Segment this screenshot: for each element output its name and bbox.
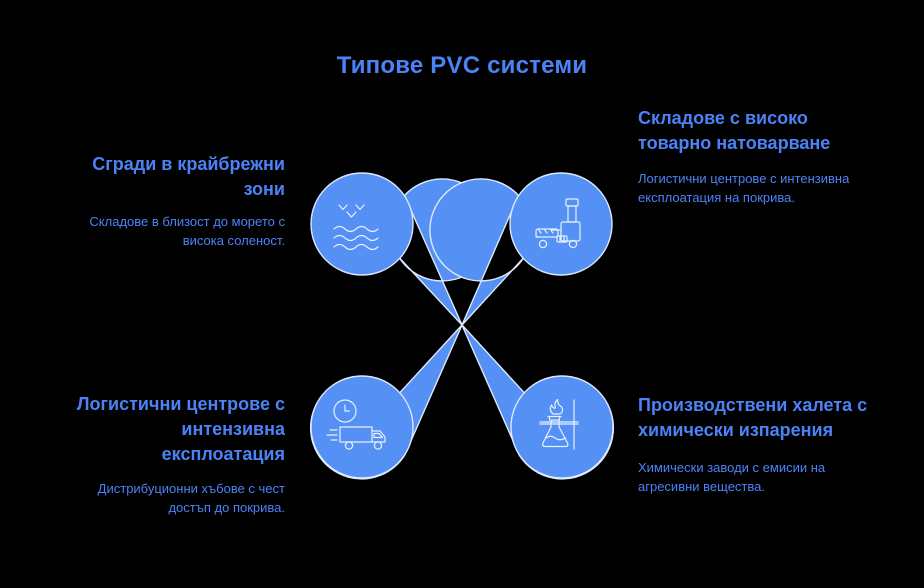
petal-bottom-right-circle	[510, 375, 614, 479]
label-body: Складове в близост до морето с висока со…	[89, 213, 285, 248]
forklift-loader-icon	[535, 198, 581, 249]
petal-bottom-left[interactable]	[309, 324, 463, 480]
petal-top-left-circle	[310, 172, 414, 276]
label-body: Дистрибуционни хъбове с чест достъп до п…	[97, 481, 285, 516]
label-title: Сгради в крайбрежни зони	[92, 154, 285, 199]
label-body: Логистични центрове с интензивна експлоа…	[638, 170, 850, 205]
sea-waves-birds-icon	[333, 204, 379, 251]
label-block-chemical-plants: Производствени халета с химически изпаре…	[638, 393, 888, 496]
petal-top-right[interactable]	[429, 172, 613, 326]
petal-top-right-shape	[429, 178, 525, 326]
label-block-coastal-buildings: Сгради в крайбрежни зони Складове в близ…	[55, 152, 285, 250]
page-title: Типове PVC системи	[336, 52, 588, 79]
label-title: Производствени халета с химически изпаре…	[638, 395, 868, 440]
petal-bottom-right[interactable]	[461, 324, 615, 480]
label-block-high-load-warehouses: Складове с високо товарно натоварване Ло…	[638, 106, 883, 207]
label-block-logistics-centers: Логистични центрове с интензивна експлоа…	[55, 392, 285, 518]
label-body: Химически заводи с емисии на агресивни в…	[638, 459, 826, 494]
label-title: Логистични центрове с интензивна експлоа…	[76, 394, 285, 464]
delivery-truck-clock-icon	[326, 399, 386, 450]
chemical-flask-flame-icon	[539, 398, 579, 450]
label-title: Складове с високо товарно натоварване	[638, 108, 831, 153]
